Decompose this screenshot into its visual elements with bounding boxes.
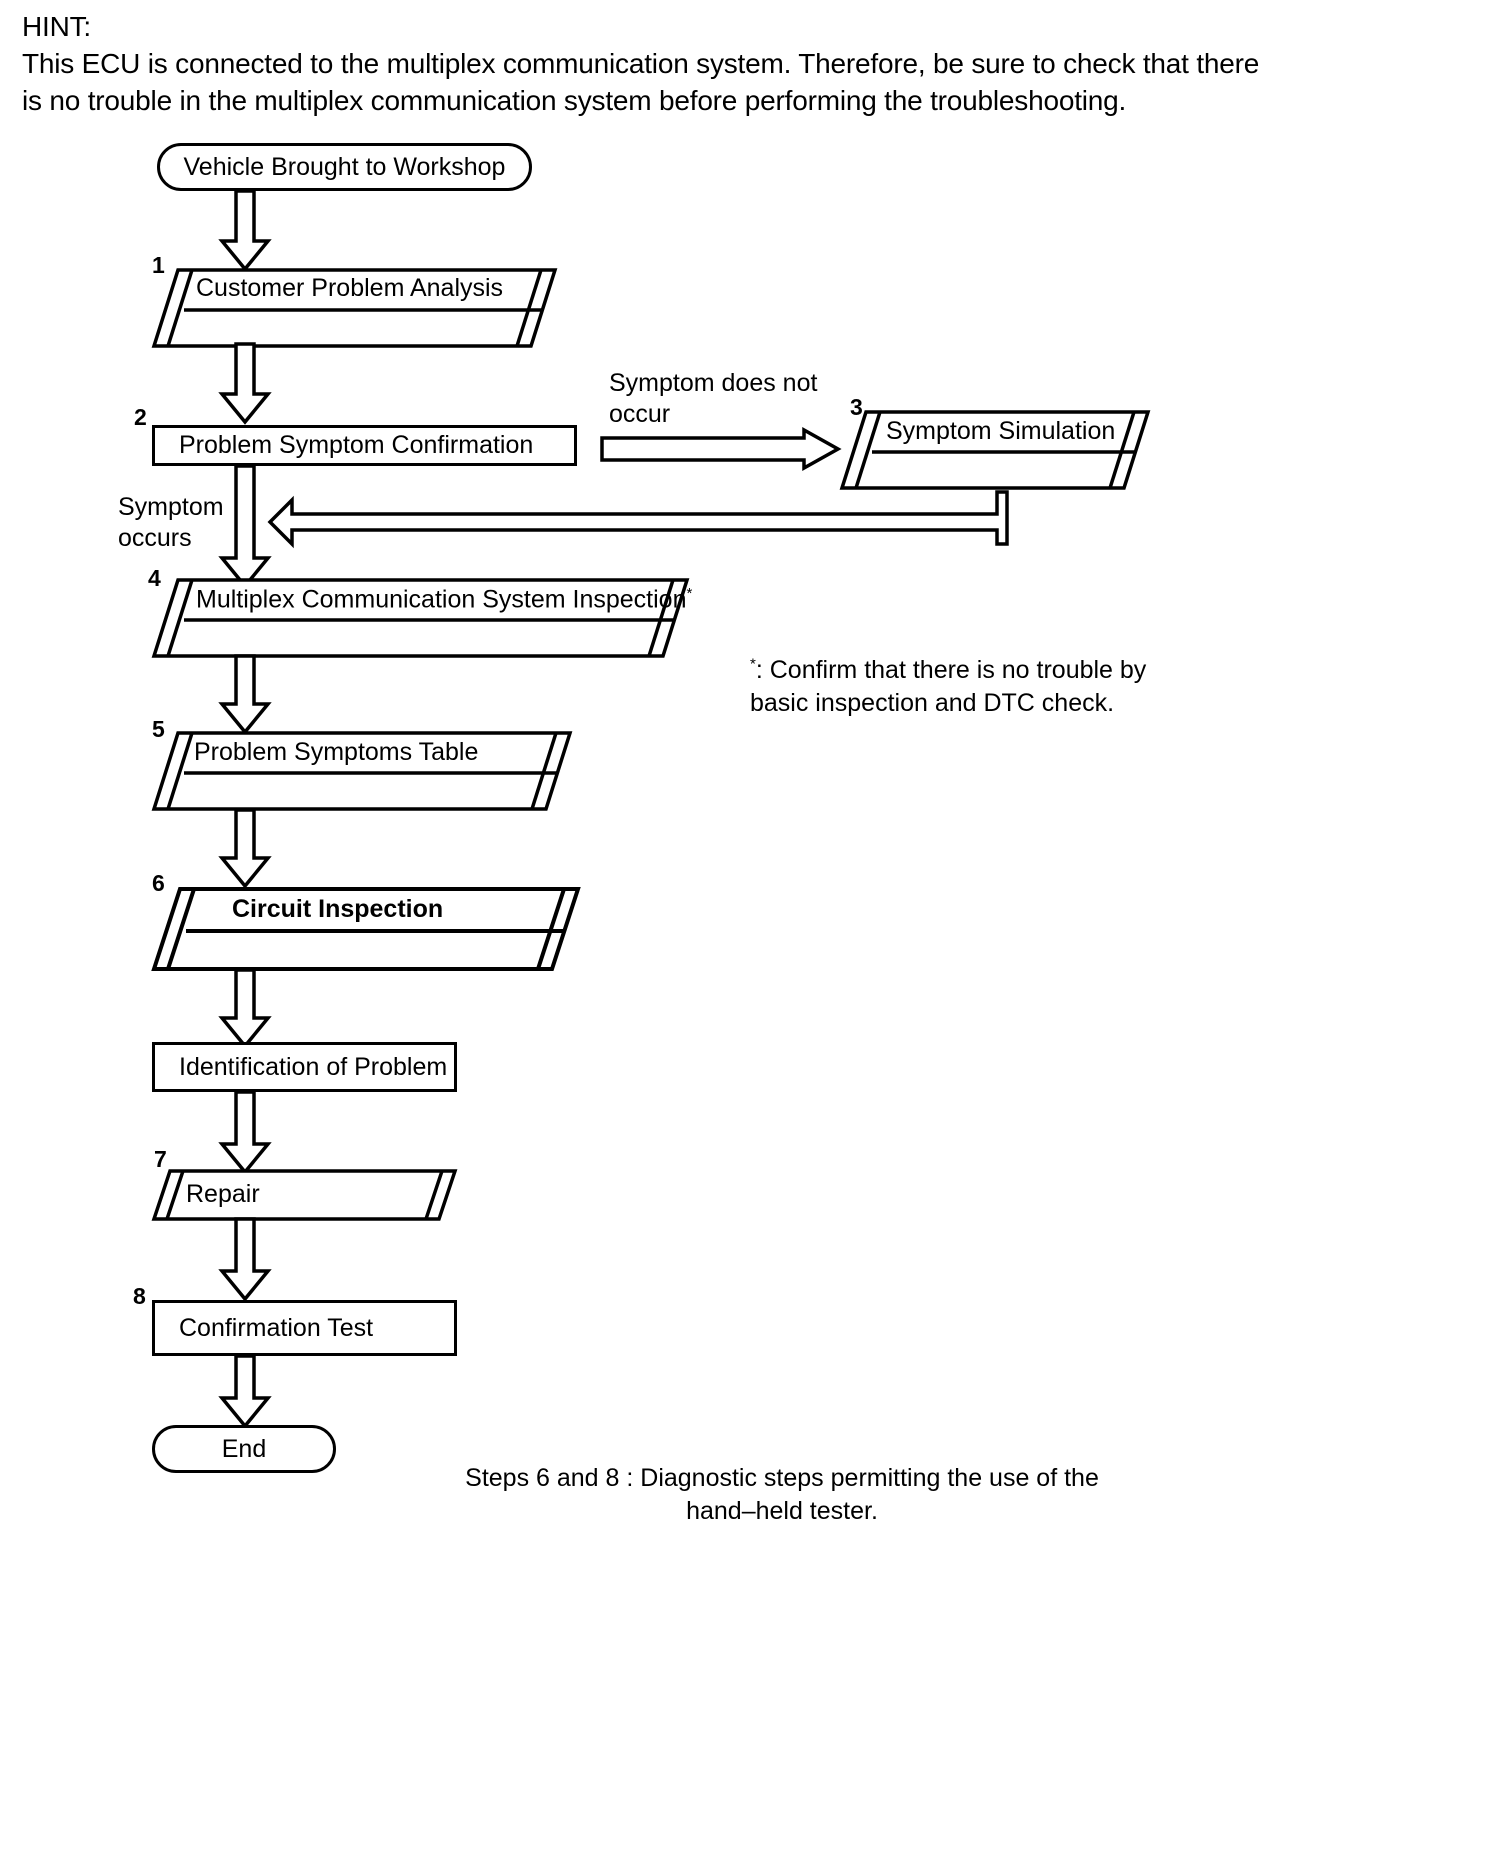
document-problem-symptoms-table[interactable]: Problem Symptoms Table bbox=[151, 731, 573, 811]
terminal-start-label: Vehicle Brought to Workshop bbox=[183, 152, 506, 181]
hint-block: HINT: This ECU is connected to the multi… bbox=[22, 8, 1282, 120]
document-label-1: Customer Problem Analysis bbox=[196, 274, 504, 302]
document-label-3: Symptom Simulation bbox=[886, 417, 1116, 445]
arrow-step1-to-step2 bbox=[218, 342, 274, 425]
asterisk-footnote-line1: : Confirm that there is no trouble by bbox=[755, 656, 1147, 684]
rect-confirmation-test[interactable]: Confirmation Test bbox=[152, 1300, 457, 1356]
asterisk-footnote-marker-icon: * bbox=[750, 655, 756, 673]
document-label-7: Repair bbox=[186, 1180, 260, 1208]
step-number-1: 1 bbox=[152, 252, 165, 278]
edge-label-symptom-occurs: Symptom occurs bbox=[118, 493, 224, 553]
document-customer-problem-analysis[interactable]: Customer Problem Analysis bbox=[151, 268, 558, 348]
terminal-end[interactable]: End bbox=[152, 1425, 336, 1473]
document-label-6: Circuit Inspection bbox=[232, 895, 444, 923]
rect-label-2: Problem Symptom Confirmation bbox=[179, 431, 534, 459]
arrow-symptom-simulation-feedback bbox=[262, 490, 1010, 554]
arrow-step8-to-end bbox=[218, 1354, 274, 1429]
asterisk-footnote: *: Confirm that there is no trouble by b… bbox=[750, 654, 1150, 719]
document-symptom-simulation[interactable]: Symptom Simulation bbox=[839, 410, 1151, 490]
edge-label-symptom-does-not-occur: Symptom does not occur bbox=[609, 369, 818, 429]
terminal-end-label: End bbox=[221, 1434, 267, 1463]
arrow-step6-to-identification bbox=[218, 968, 274, 1049]
arrow-start-to-step1 bbox=[218, 189, 274, 272]
diagram-caption-line2: hand–held tester. bbox=[686, 1496, 878, 1525]
step-number-3: 3 bbox=[850, 394, 863, 420]
arrow-step4-to-step5 bbox=[218, 654, 274, 735]
step-number-2: 2 bbox=[134, 404, 147, 430]
document-label-5: Problem Symptoms Table bbox=[194, 738, 479, 766]
hint-body: This ECU is connected to the multiplex c… bbox=[22, 48, 1260, 117]
step-number-8: 8 bbox=[133, 1283, 146, 1309]
step-number-7: 7 bbox=[154, 1146, 167, 1172]
document-circuit-inspection[interactable]: Circuit Inspection bbox=[151, 887, 581, 971]
step-number-4: 4 bbox=[148, 565, 161, 591]
rect-identification-of-problem[interactable]: Identification of Problem bbox=[152, 1042, 457, 1092]
arrow-step2-to-step3 bbox=[600, 427, 842, 471]
step-number-5: 5 bbox=[152, 716, 165, 742]
terminal-vehicle-brought-to-workshop[interactable]: Vehicle Brought to Workshop bbox=[157, 143, 532, 191]
hint-label: HINT: bbox=[22, 11, 92, 42]
asterisk-footnote-line2: basic inspection and DTC check. bbox=[750, 688, 1115, 717]
arrow-step2-to-step4 bbox=[218, 464, 274, 589]
document-label-4: Multiplex Communication System Inspectio… bbox=[196, 585, 692, 614]
rect-problem-symptom-confirmation[interactable]: Problem Symptom Confirmation bbox=[152, 425, 577, 466]
diagram-caption-line1: Steps 6 and 8 : Diagnostic steps permitt… bbox=[465, 1464, 1099, 1492]
document-multiplex-communication-system-inspection[interactable]: Multiplex Communication System Inspectio… bbox=[151, 578, 692, 658]
asterisk-marker-icon: * bbox=[686, 585, 693, 602]
rect-label-identification: Identification of Problem bbox=[179, 1052, 448, 1081]
document-label-4-text: Multiplex Communication System Inspectio… bbox=[196, 585, 687, 614]
document-repair[interactable]: Repair bbox=[151, 1169, 458, 1221]
arrow-step5-to-step6 bbox=[218, 808, 274, 889]
arrow-identification-to-step7 bbox=[218, 1090, 274, 1175]
step-number-6: 6 bbox=[152, 870, 165, 896]
diagram-caption: Steps 6 and 8 : Diagnostic steps permitt… bbox=[452, 1462, 1112, 1527]
arrow-step7-to-step8 bbox=[218, 1217, 274, 1302]
rect-label-8: Confirmation Test bbox=[179, 1313, 374, 1342]
